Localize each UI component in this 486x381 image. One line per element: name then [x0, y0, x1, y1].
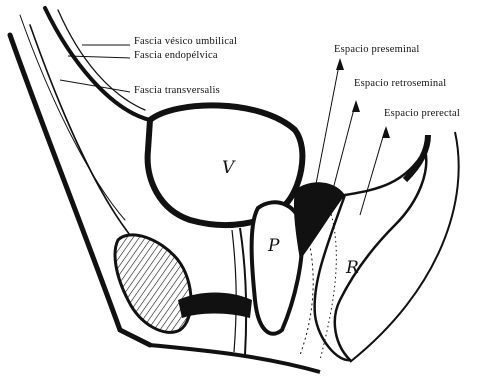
arrowhead-preseminal [336, 58, 344, 70]
urethra-line-2 [232, 230, 236, 352]
fascia-transversalis-line [20, 15, 125, 220]
arrowhead-prerectal [382, 126, 390, 138]
label-espacio-preseminal: Espacio preseminal [334, 44, 420, 55]
rectum-outline [315, 150, 427, 360]
perineal-line [150, 345, 320, 372]
fascia-endopelvica-line [58, 10, 145, 110]
label-fascia-vesico-umbilical: Fascia vésico umbilical [134, 36, 237, 47]
label-espacio-retroseminal: Espacio retroseminal [354, 78, 446, 89]
label-fascia-endopelvica: Fascia endopélvica [134, 50, 218, 61]
pubic-bone [115, 235, 191, 332]
organ-label-prostate: P [268, 236, 279, 256]
label-fascia-transversalis: Fascia transversalis [134, 85, 220, 96]
label-espacio-prerectal: Espacio prerectal [384, 108, 460, 119]
pointer-fascia-endopelvica [68, 56, 130, 58]
urethra-line [240, 228, 246, 355]
organ-label-bladder: V [222, 158, 234, 178]
fascia-vesico-umbilical-line [45, 8, 150, 120]
organ-label-rectum: R [346, 258, 359, 278]
prostate-outline [252, 202, 303, 333]
arrowhead-retroseminal [352, 100, 360, 112]
pelvic-floor-muscle [178, 293, 252, 319]
